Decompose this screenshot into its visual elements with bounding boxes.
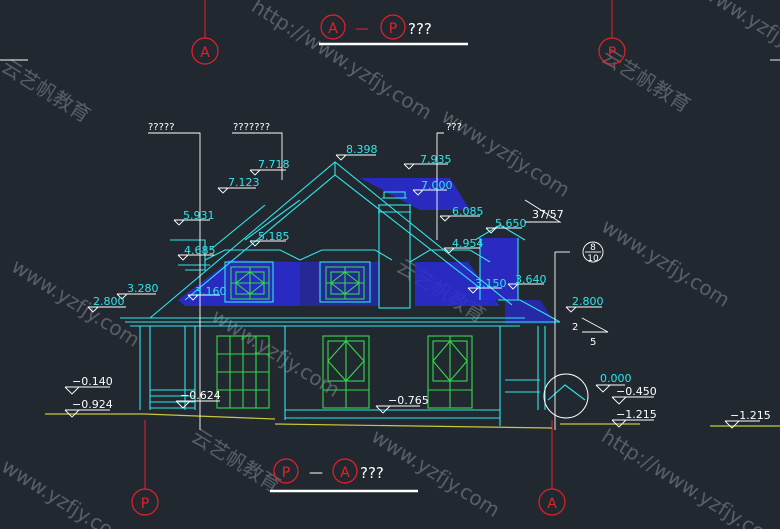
window-ground-right (427, 335, 473, 409)
elevation-3640: 3.640 (515, 273, 547, 286)
watermark-url-bottom-right: http://www.yzfjy.com (597, 424, 780, 529)
watermark-url-top-right: www.yzfjy.com (697, 0, 780, 77)
elevation-minus-1215-far: −1.215 (730, 409, 771, 422)
elevation-5185: 5.185 (258, 230, 290, 243)
title-bottom-dash: — (309, 465, 323, 481)
window-dormer-center (325, 266, 365, 300)
axis-lines (144, 0, 613, 489)
roof-hatch-dormer (480, 238, 518, 300)
axis-bubble-top-right: P (598, 37, 626, 65)
elevation-3150: 3.150 (475, 277, 507, 290)
axis-bubble-top-left: A (191, 37, 219, 65)
slope-triangle: 2 5 (572, 317, 609, 348)
elevation-minus-0450: −0.450 (616, 385, 657, 398)
axis-mark-label: P (608, 45, 616, 61)
title-top-left-mark: A (328, 21, 338, 37)
watermark-url-lower: www.yzfjy.com (207, 304, 344, 402)
title-bottom: P — A ??? (270, 458, 418, 493)
elevation-minus-0765: −0.765 (388, 394, 429, 407)
slope-frac-bottom: 10 (587, 254, 599, 264)
roof-hatch-right (415, 262, 500, 306)
elevation-2800-left: 2.800 (93, 295, 125, 308)
watermark-url-right: www.yzfjy.com (597, 214, 734, 312)
title-top: A — P ??? (319, 14, 468, 46)
window-dormer-left (230, 266, 270, 300)
title-bottom-left-mark: P (282, 465, 290, 481)
roof-hatch-top-right (360, 178, 470, 210)
elevation-minus-0140: −0.140 (72, 375, 113, 388)
watermark-url-bottom-left: www.yzfjy.com (0, 454, 134, 529)
elevation-minus-0924: −0.924 (72, 398, 113, 411)
roof-hatch-porch (505, 300, 556, 324)
leader-lines (148, 132, 570, 430)
elevation-4685: 4.685 (184, 244, 216, 257)
ground-line (45, 413, 780, 429)
elevation-6085: 6.085 (452, 205, 484, 218)
elevation-8398: 8.398 (346, 143, 378, 156)
elevation-7123: 7.123 (228, 176, 260, 189)
slope-rise: 2 (572, 322, 578, 333)
title-top-dash: — (355, 21, 369, 37)
elevation-7000: 7.000 (421, 179, 453, 192)
title-top-right-mark: P (389, 21, 397, 37)
axis-bubble-bottom-left: P (131, 488, 159, 516)
slope-frac-top: 8 (590, 243, 596, 253)
elevation-5931: 5.931 (183, 209, 215, 222)
annotation-label-3: ??? (446, 122, 462, 133)
slope-ratio-label: 37/57 (532, 208, 564, 221)
elevation-7935: 7.935 (420, 153, 452, 166)
annotation-label-2: ??????? (233, 122, 270, 133)
axis-mark-label: A (200, 45, 210, 61)
window-ground-left (216, 335, 270, 409)
slope-fraction: 8 10 (582, 241, 604, 264)
axis-bubble-bottom-right: A (538, 488, 566, 516)
elevation-7718: 7.718 (258, 158, 290, 171)
watermark-brand-top-left: 云艺帆教育 (0, 54, 95, 127)
slope-ratio-top: 37/57 (524, 199, 564, 223)
axis-mark-label: P (141, 496, 149, 512)
elevation-2800-right: 2.800 (572, 295, 604, 308)
axis-mark-label: A (547, 496, 557, 512)
entry-detail-circle (543, 373, 589, 419)
annotation-label-1: ????? (148, 122, 175, 133)
elevation-0000: 0.000 (600, 372, 632, 385)
elevation-markers (64, 154, 760, 429)
elevation-minus-0624: −0.624 (180, 389, 221, 402)
elevation-4954: 4.954 (452, 237, 484, 250)
title-top-suffix: ??? (408, 20, 432, 38)
elevation-3280: 3.280 (127, 282, 159, 295)
title-bottom-suffix: ??? (360, 464, 384, 482)
slope-run: 5 (590, 337, 596, 348)
watermark-url-bottom-mid: www.yzfjy.com (367, 424, 504, 522)
elevation-5650: 5.650 (495, 217, 527, 230)
elevation-minus-1215: −1.215 (616, 408, 657, 421)
title-bottom-right-mark: A (340, 465, 350, 481)
watermark-brand-bottom: 云艺帆教育 (187, 424, 285, 497)
window-ground-center (322, 335, 370, 409)
elevation-3160: 3.160 (195, 285, 227, 298)
building-elevation (120, 161, 586, 426)
watermark-url-center: www.yzfjy.com (437, 104, 574, 202)
